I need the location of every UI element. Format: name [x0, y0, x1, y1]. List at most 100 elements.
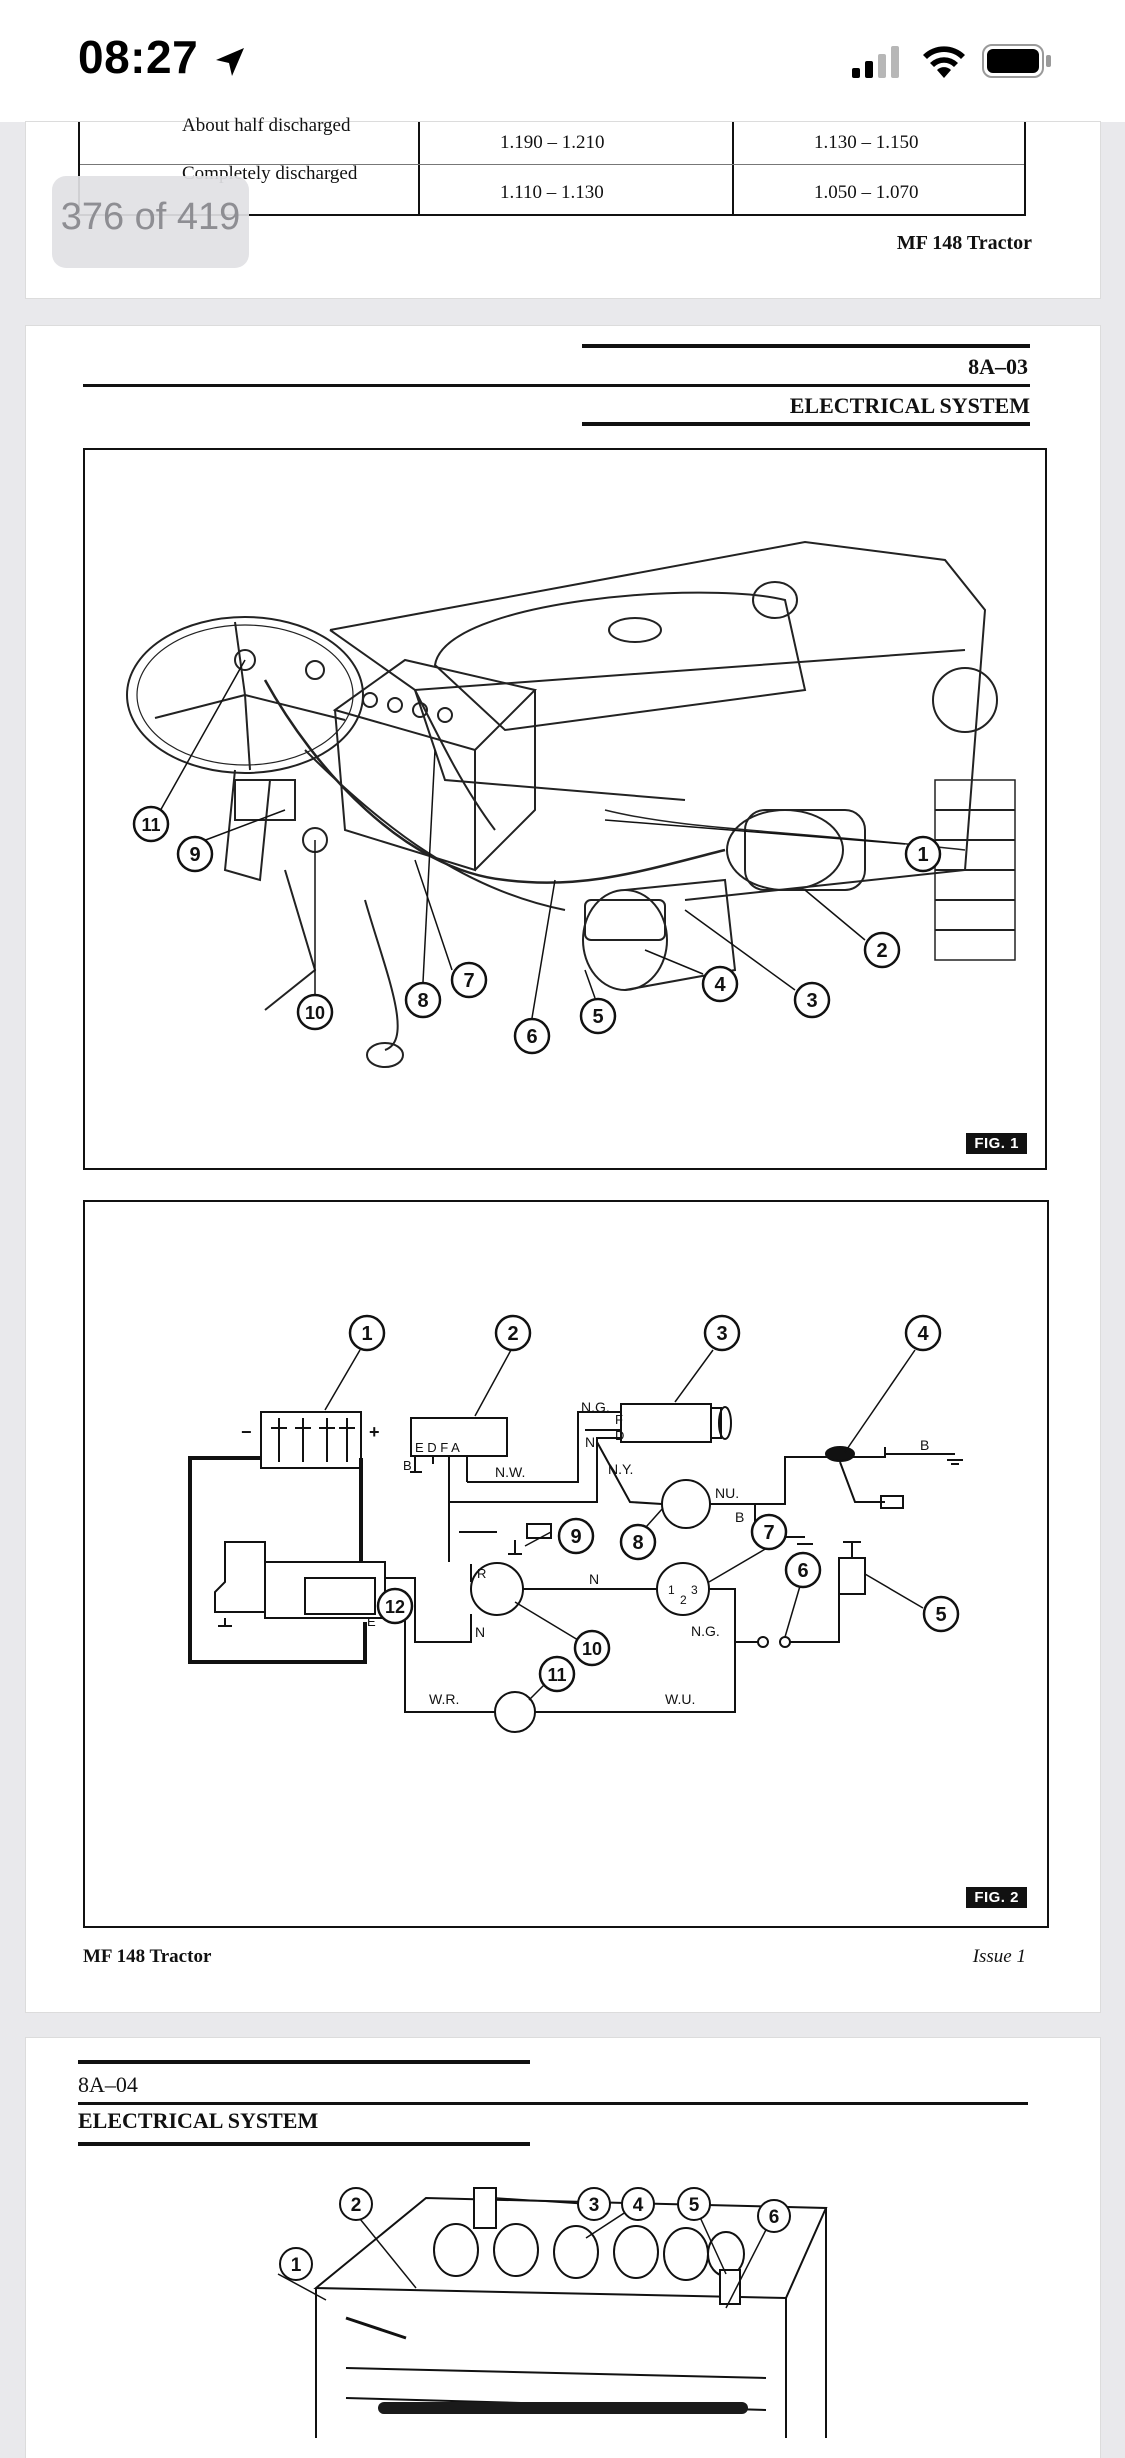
callout-7	[450, 961, 488, 999]
wire-label: N	[589, 1571, 599, 1587]
wire-label: N.G.	[691, 1623, 720, 1639]
page-code: 8A–03	[968, 354, 1028, 379]
wiring-callout-11-label: 11	[547, 1665, 566, 1685]
callout-3-label: 3	[806, 990, 817, 1012]
callout-9	[176, 835, 214, 873]
terminal-label: E D F A	[415, 1440, 460, 1455]
wire-label: N.W.	[495, 1464, 525, 1480]
callout-7-label: 7	[463, 970, 474, 992]
wire-label: W.R.	[429, 1691, 459, 1707]
header-rule	[83, 384, 1030, 387]
svg-text:−: −	[241, 1422, 252, 1442]
table-cell: 1.190 – 1.210	[500, 132, 605, 153]
wiring-callout-3-label: 3	[716, 1323, 727, 1345]
callout-3	[793, 981, 831, 1019]
wiring-callout-2-label: 2	[507, 1323, 518, 1345]
battery-callout-6: 6	[769, 2207, 780, 2228]
wire-label: N.Y.	[608, 1461, 633, 1477]
wiring-callout-2	[494, 1314, 532, 1352]
callout-4	[701, 965, 739, 1003]
callout-1	[904, 835, 942, 873]
table-row-state: About half discharged	[182, 115, 351, 136]
battery-illustration: 1 2 3 4 5 6	[277, 2187, 828, 2438]
wire-label: N.G.	[581, 1399, 610, 1415]
callout-1-label: 1	[917, 844, 928, 866]
header-rule	[582, 344, 1030, 348]
cellular-signal-icon	[852, 46, 899, 78]
wifi-icon	[923, 46, 965, 78]
callout-9-label: 9	[189, 844, 200, 866]
wire-label: B	[735, 1509, 744, 1525]
terminal-label: 3	[691, 1583, 698, 1597]
wire-label: N	[585, 1434, 595, 1450]
wire-label: W.U.	[665, 1691, 695, 1707]
wiring-callout-12-label: 12	[385, 1597, 405, 1617]
battery-callout-5: 5	[689, 2195, 700, 2216]
wiring-callout-1-label: 1	[361, 1323, 372, 1345]
figure-2-wiring-diagram: 1 2 3 4 5 6 7 8 9 10 11	[83, 1200, 1049, 1928]
terminal-label: B	[403, 1458, 412, 1473]
callout-8	[404, 981, 442, 1019]
wiring-callout-9	[557, 1517, 595, 1555]
battery-callout-1: 1	[291, 2255, 302, 2276]
manual-page: 8A–03 ELECTRICAL SYSTEM	[26, 326, 1100, 2012]
wiring-callout-5	[922, 1595, 960, 1633]
wiring-callout-9-label: 9	[570, 1526, 581, 1548]
header-rule	[78, 2060, 530, 2064]
page-footer-left: MF 148 Tractor	[83, 1946, 212, 1967]
figure-2-label: FIG. 2	[966, 1887, 1027, 1908]
wiring-callout-12	[376, 1587, 414, 1625]
wiring-callout-7	[750, 1513, 788, 1551]
location-arrow-icon	[216, 48, 244, 76]
wiring-callout-3	[703, 1314, 741, 1352]
table-cell: 1.110 – 1.130	[500, 182, 604, 203]
wiring-callout-11	[538, 1655, 576, 1693]
callout-10	[296, 993, 334, 1031]
next-page: 8A–04 ELECTRICAL SYSTEM 1	[26, 2038, 1100, 2458]
figure-1-illustration: 1 2 3 4 5 6 7 8 9 10 11	[83, 448, 1047, 1170]
wiring-callout-7-label: 7	[763, 1522, 774, 1544]
terminal-label: D	[615, 1428, 624, 1443]
page-counter: 376 of 419	[52, 176, 249, 268]
callout-5-label: 5	[592, 1006, 603, 1028]
callout-11-label: 11	[141, 815, 160, 835]
header-rule	[78, 2142, 530, 2146]
wire-labels: N.G. N N.W. N.Y. NU. B B N N N.G. W.R. W…	[241, 1399, 929, 1707]
home-indicator[interactable]	[378, 2402, 748, 2414]
table-cell: 1.050 – 1.070	[814, 182, 919, 203]
battery-callout-2: 2	[351, 2195, 362, 2216]
wiring-callout-8	[619, 1523, 657, 1561]
status-bar: 08:27	[0, 0, 1125, 122]
wiring-callout-5-label: 5	[935, 1604, 946, 1626]
next-page-callouts: 1 2 3 4 5 6	[279, 2187, 791, 2281]
status-time: 08:27	[78, 31, 199, 83]
callout-2	[863, 931, 901, 969]
callout-10-label: 10	[305, 1003, 325, 1023]
terminal-label: 2	[680, 1593, 687, 1607]
page-counter-text: 376 of 419	[60, 196, 241, 238]
wiring-callout-6	[784, 1551, 822, 1589]
callout-4-label: 4	[714, 974, 726, 996]
battery-icon	[982, 44, 1051, 78]
battery-callout-3: 3	[589, 2195, 600, 2216]
wire-label: NU.	[715, 1485, 739, 1501]
terminal-label: R	[477, 1566, 486, 1581]
wiring-callout-10-label: 10	[582, 1639, 602, 1659]
wiring-callout-1	[348, 1314, 386, 1352]
fig1-callouts: 1 2 3 4 5 6 7 8 9 10 11	[132, 805, 942, 1055]
svg-text:+: +	[369, 1422, 380, 1442]
wiring-callout-4-label: 4	[917, 1323, 929, 1345]
header-rule	[582, 422, 1030, 426]
tractor-engine-drawing: 1 2 3 4 5 6 7 8 9 10 11	[126, 540, 1016, 1068]
callout-6-label: 6	[526, 1026, 537, 1048]
wire-label: N	[475, 1624, 485, 1640]
wire-label: B	[920, 1437, 929, 1453]
callout-5	[579, 997, 617, 1035]
next-page-title: ELECTRICAL SYSTEM	[78, 2108, 319, 2133]
terminal-label: F	[615, 1412, 623, 1427]
wiring-callout-10	[573, 1629, 611, 1667]
battery-callout-4: 4	[633, 2195, 644, 2216]
page-footer: MF 148 Tractor	[896, 232, 1032, 254]
terminal-label: 1	[668, 1583, 675, 1597]
fig2-callouts: 1 2 3 4 5 6 7 8 9 10 11	[348, 1314, 960, 1693]
